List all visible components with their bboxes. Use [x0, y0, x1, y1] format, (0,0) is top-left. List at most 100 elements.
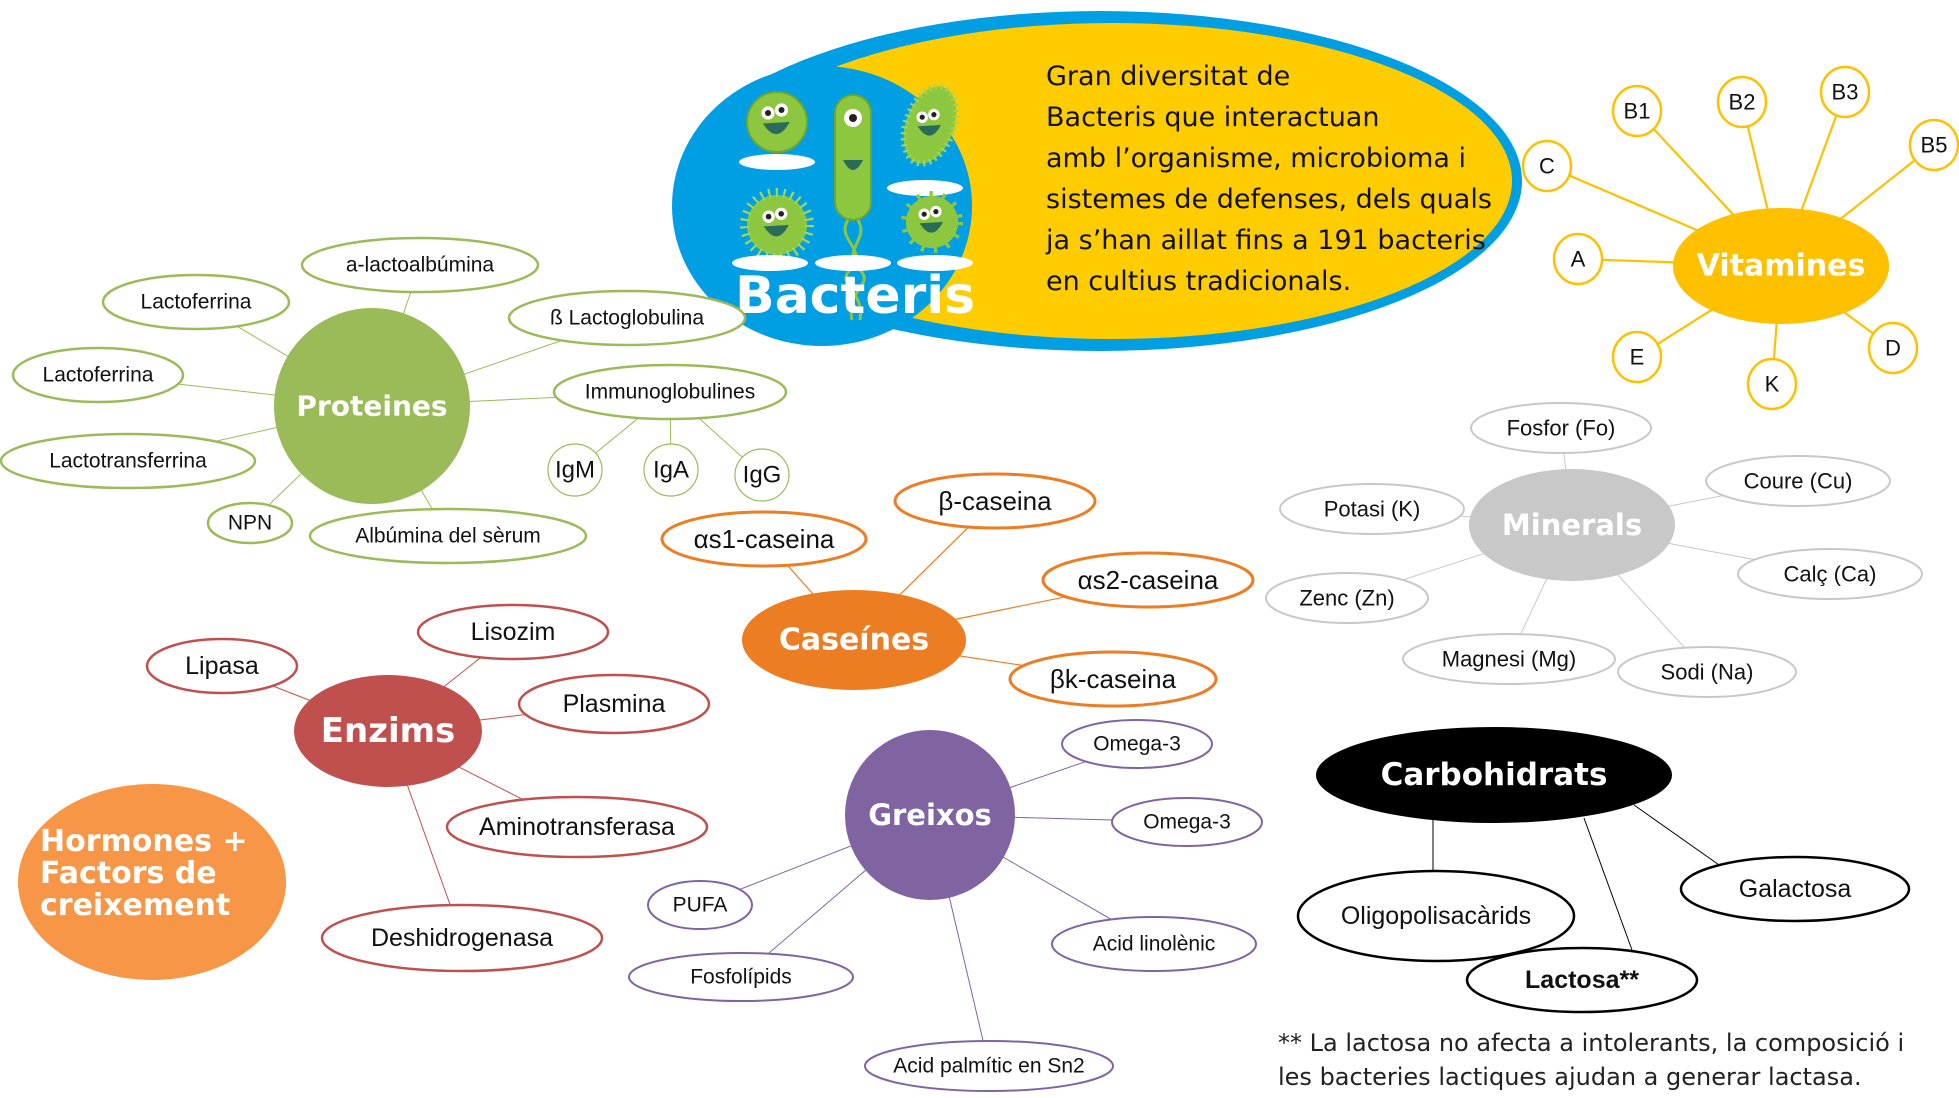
hub-enzims[interactable]: Enzims	[294, 675, 482, 787]
casein-node[interactable]: αs1-caseina	[660, 510, 868, 568]
carb-node[interactable]: Galactosa	[1679, 855, 1911, 923]
mineral-node[interactable]: Zenc (Zn)	[1265, 572, 1429, 624]
fat-node[interactable]: Fosfolípids	[628, 952, 854, 1002]
immunoglobulin-node-outline	[547, 443, 603, 497]
vitamin-node-outline	[1819, 65, 1871, 119]
mouth-shape	[843, 160, 863, 170]
mouth-shape	[917, 124, 941, 136]
mineral-node[interactable]: Coure (Cu)	[1705, 455, 1891, 507]
hub-proteines[interactable]: Proteines	[274, 308, 470, 504]
casein-node-outline	[1041, 551, 1255, 609]
protein-node-label: Lactoferrina	[43, 364, 154, 387]
protein-node-label: Lactotransferrina	[49, 450, 207, 473]
protein-node-outline	[308, 507, 588, 565]
vitamin-node-label: K	[1765, 372, 1780, 397]
fat-node-outline	[628, 952, 854, 1002]
protein-node-label: NPN	[228, 512, 272, 535]
hub-hormones[interactable]	[18, 784, 286, 980]
casein-node-label: β-caseina	[938, 486, 1052, 516]
mineral-node[interactable]: Sodi (Na)	[1617, 646, 1797, 698]
vitamin-node[interactable]: B5	[1908, 118, 1959, 172]
enzyme-node[interactable]: Deshidrogenasa	[320, 903, 604, 973]
enzyme-node-outline	[416, 603, 610, 661]
hub-minerals[interactable]: Minerals	[1469, 469, 1675, 581]
vitamin-node[interactable]: D	[1867, 321, 1919, 375]
enzyme-node-outline	[517, 673, 711, 735]
fat-node[interactable]: Omega-3	[1111, 797, 1263, 847]
fat-node[interactable]: Acid palmític en Sn2	[864, 1040, 1114, 1092]
pupil-shape	[778, 107, 785, 113]
immunoglobulin-node-label: IgG	[743, 462, 782, 489]
protein-node[interactable]: Immunoglobulines	[552, 363, 788, 421]
vitamin-node[interactable]: K	[1746, 357, 1798, 411]
protein-node-outline	[0, 432, 257, 490]
hub-carbohidrats-shape	[1316, 727, 1672, 823]
casein-node[interactable]: β-caseina	[893, 472, 1097, 530]
casein-node-outline	[1008, 650, 1218, 708]
carb-node[interactable]: Lactosa**	[1465, 946, 1699, 1014]
mineral-node[interactable]: Potasi (K)	[1279, 483, 1465, 535]
enzyme-node-outline	[320, 903, 604, 973]
carb-node-outline	[1465, 946, 1699, 1014]
protein-node[interactable]: NPN	[206, 501, 294, 545]
hub-vitamines[interactable]: Vitamines	[1673, 208, 1889, 324]
vitamin-node-outline	[1611, 330, 1663, 384]
hub-caseines[interactable]: Caseínes	[742, 590, 966, 690]
bacteris-description: Gran diversitat de Bacteris que interact…	[1046, 56, 1516, 302]
enzyme-node[interactable]: Lipasa	[145, 637, 299, 695]
carb-node[interactable]: Oligopolisacàrids	[1296, 869, 1576, 963]
protein-node[interactable]: Lactoferrina	[11, 346, 185, 404]
fat-node-label: Omega-3	[1093, 733, 1181, 756]
hub-enzims-label: Enzims	[321, 711, 456, 751]
protein-node-label: a-lactoalbúmina	[346, 254, 495, 277]
fat-node-label: PUFA	[673, 894, 728, 917]
enzyme-node[interactable]: Aminotransferasa	[445, 795, 709, 859]
connector-line	[1583, 817, 1633, 951]
fat-node-label: Acid palmític en Sn2	[893, 1055, 1084, 1078]
hub-hormones-shape	[18, 784, 286, 980]
hub-greixos[interactable]: Greixos	[845, 730, 1015, 900]
protein-node[interactable]: ß Lactoglobulina	[507, 289, 747, 347]
hub-carbohidrats[interactable]: Carbohidrats	[1316, 727, 1672, 823]
footnote-line: ** La lactosa no afecta a intolerants, l…	[1278, 1029, 1905, 1057]
mineral-node[interactable]: Fosfor (Fo)	[1470, 402, 1652, 454]
vitamin-node[interactable]: B1	[1611, 84, 1663, 138]
vitamin-node[interactable]: C	[1521, 139, 1573, 193]
casein-node-label: βk-caseina	[1050, 664, 1177, 694]
hormones-line: Factors de	[40, 856, 217, 891]
mineral-node[interactable]: Calç (Ca)	[1737, 548, 1923, 600]
enzyme-node[interactable]: Plasmina	[517, 673, 711, 735]
vitamin-node-outline	[1716, 75, 1768, 129]
bacterium-body	[906, 196, 958, 248]
carb-node-label: Galactosa	[1739, 875, 1852, 903]
bacteris-line: en cultius tradicionals.	[1046, 266, 1352, 297]
vitamin-node[interactable]: B3	[1819, 65, 1871, 119]
protein-node[interactable]: Albúmina del sèrum	[308, 507, 588, 565]
vitamin-node-outline	[1746, 357, 1798, 411]
fat-node[interactable]: Omega-3	[1061, 719, 1213, 769]
fat-node[interactable]: Acid linolènic	[1051, 916, 1257, 972]
casein-node-label: αs2-caseina	[1078, 565, 1219, 595]
fat-node-outline	[1061, 719, 1213, 769]
immunoglobulin-node[interactable]: IgA	[643, 443, 699, 497]
protein-node[interactable]: Lactotransferrina	[0, 432, 257, 490]
immunoglobulin-node[interactable]: IgG	[734, 448, 790, 502]
enzyme-node[interactable]: Lisozim	[416, 603, 610, 661]
mineral-node[interactable]: Magnesi (Mg)	[1402, 633, 1616, 685]
enzyme-node-outline	[445, 795, 709, 859]
casein-node[interactable]: βk-caseina	[1008, 650, 1218, 708]
protein-node[interactable]: Lactoferrina	[101, 273, 291, 331]
protein-node[interactable]: a-lactoalbúmina	[300, 236, 540, 294]
hub-carbohidrats-label: Carbohidrats	[1381, 757, 1608, 793]
enzyme-node-label: Deshidrogenasa	[371, 924, 553, 952]
fat-node[interactable]: PUFA	[647, 880, 753, 930]
connector-line	[1633, 804, 1723, 868]
plate-shape	[897, 255, 973, 271]
vitamin-node[interactable]: A	[1552, 232, 1604, 286]
vitamin-node[interactable]: B2	[1716, 75, 1768, 129]
mineral-node-outline	[1617, 646, 1797, 698]
casein-node[interactable]: αs2-caseina	[1041, 551, 1255, 609]
immunoglobulin-node[interactable]: IgM	[547, 443, 603, 497]
vitamin-node[interactable]: E	[1611, 330, 1663, 384]
hub-caseines-shape	[742, 590, 966, 690]
